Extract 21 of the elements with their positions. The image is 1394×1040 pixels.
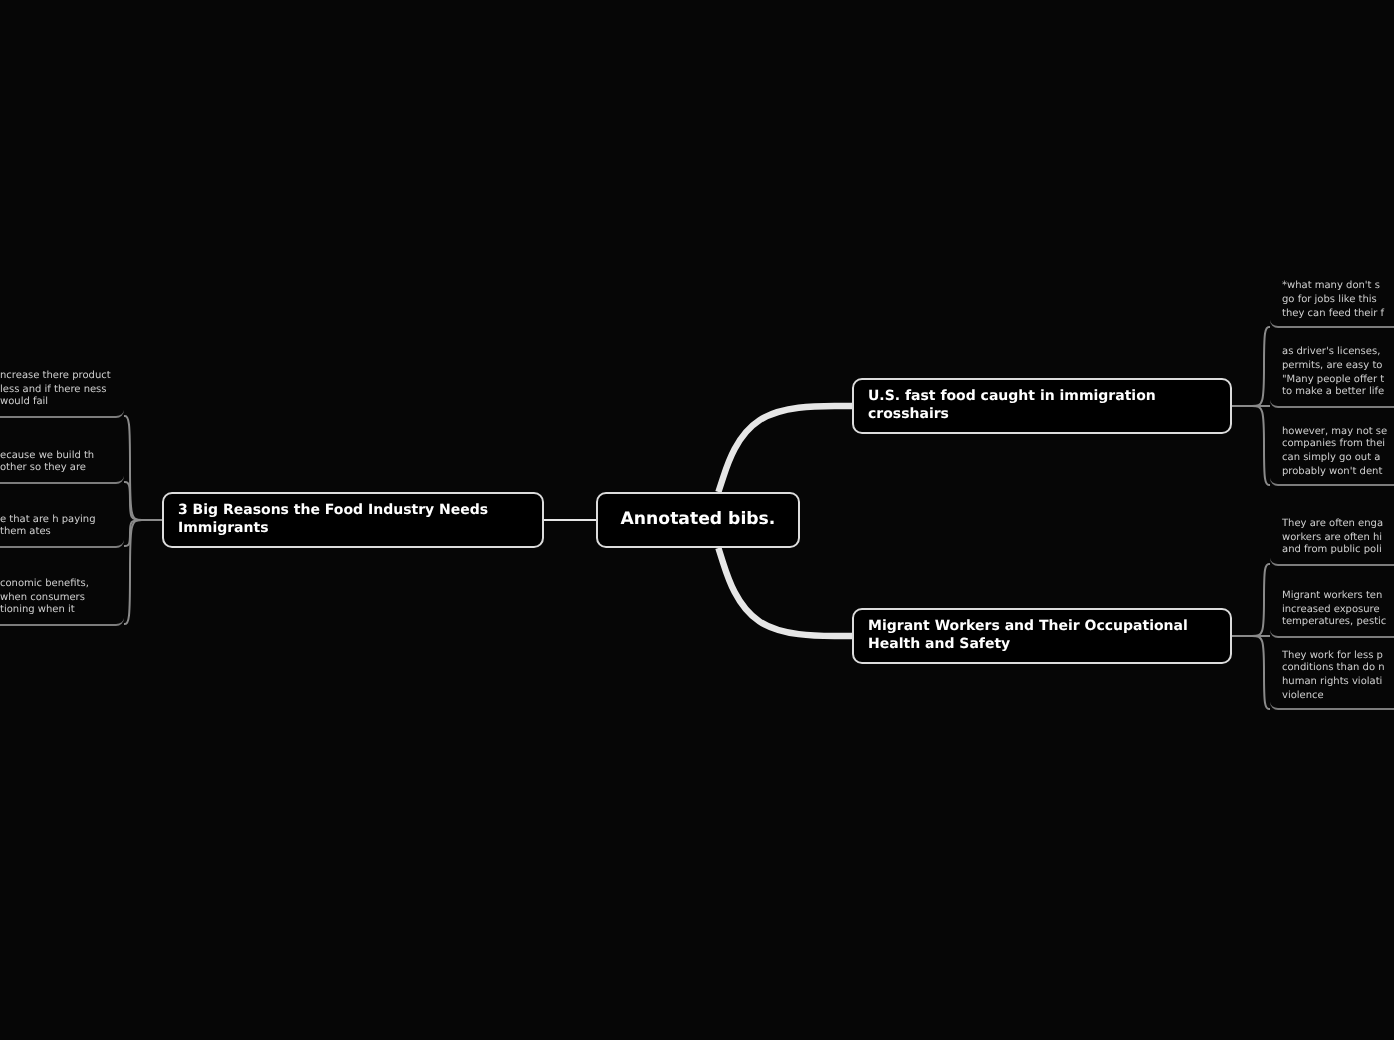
note-item: [1270, 589, 1394, 637]
note-item: [1270, 280, 1394, 328]
connector-line: [123, 519, 163, 625]
connector-line: [715, 547, 852, 640]
connector-line: [715, 402, 852, 493]
note-item: [1270, 425, 1394, 486]
connector-line: [1231, 405, 1271, 486]
note-item: [1270, 517, 1394, 565]
topic-box: [852, 378, 1232, 434]
note-item: [0, 577, 124, 625]
note-item: [0, 369, 124, 417]
topic-box: [852, 608, 1232, 664]
note-item: [0, 513, 124, 547]
connector-line: [1231, 635, 1271, 710]
central-topic-title: Annotated bibs.: [620, 510, 776, 530]
topic-box: [162, 492, 544, 548]
connector-line: [544, 518, 596, 522]
note-item: [1270, 649, 1394, 710]
note-item: [0, 449, 124, 483]
note-item: [1270, 346, 1394, 407]
central-topic: [596, 492, 800, 548]
